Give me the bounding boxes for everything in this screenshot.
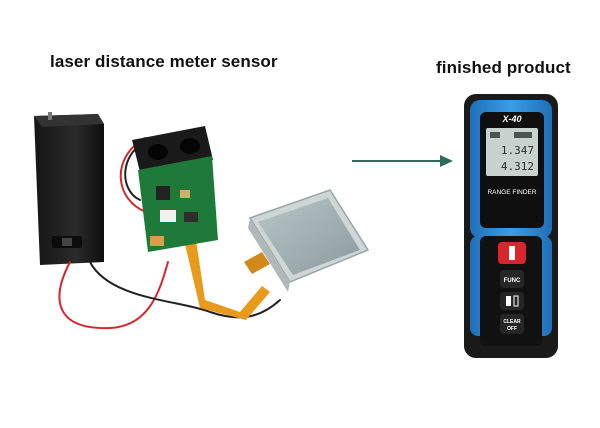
device-model-label: X-40 xyxy=(501,114,521,124)
lcd-panel xyxy=(248,189,370,292)
func-button[interactable] xyxy=(500,270,524,288)
lcd-reading-2: 4.312 xyxy=(501,160,534,173)
clear-button-label: CLEAR xyxy=(503,319,521,325)
arrow-icon xyxy=(352,155,453,167)
off-button-label: OFF xyxy=(507,326,517,332)
pcb-board xyxy=(138,156,218,252)
caption-finished-product: finished product xyxy=(436,58,571,77)
battery-box xyxy=(34,112,104,265)
lcd-reading-1: 1.347 xyxy=(501,144,534,157)
sensor-module xyxy=(132,126,218,252)
caption-sensor: laser distance meter sensor xyxy=(50,52,278,71)
laser-range-finder-device: X-40 1.347 4.312 RANGE FINDER FUNC CLEAR… xyxy=(464,94,558,358)
device-panel-label: RANGE FINDER xyxy=(487,189,536,196)
wires xyxy=(58,137,281,330)
unit-button[interactable] xyxy=(500,292,524,310)
unit-icon xyxy=(506,296,511,306)
flex-cable xyxy=(184,240,270,320)
device-lcd-screen xyxy=(486,128,538,176)
func-button-label: FUNC xyxy=(504,278,521,284)
clear-off-button[interactable] xyxy=(500,314,524,334)
